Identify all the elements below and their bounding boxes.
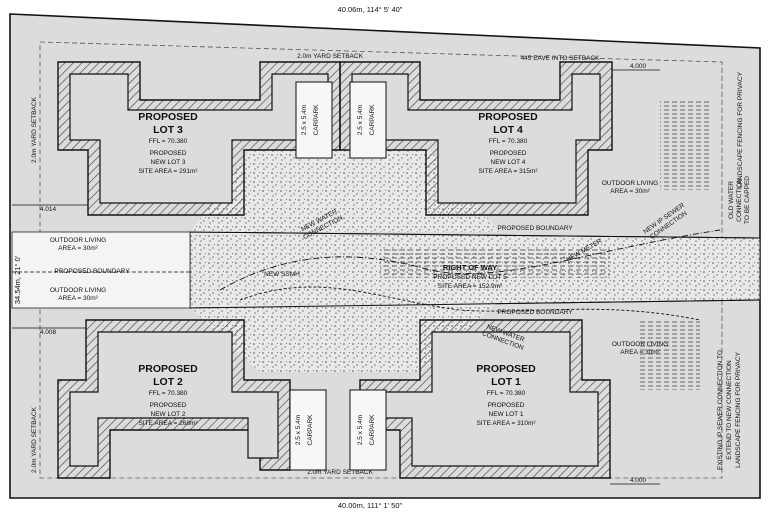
carpark-lot3 — [295, 81, 333, 159]
svg-text:TO BE CAPPED: TO BE CAPPED — [744, 176, 751, 224]
water-line — [239, 286, 701, 321]
lot3-label: PROPOSED LOT 3 FFL = 70.380 PROPOSED NEW… — [138, 111, 198, 175]
proposed-boundary-upper-line — [189, 231, 761, 239]
carpark-lot2-size: 2.5 x 5.4m — [295, 415, 302, 445]
svg-text:OUTDOOR LIVING: OUTDOOR LIVING — [50, 287, 106, 294]
top-yard-setback-label: 2.0m YARD SETBACK — [297, 53, 364, 60]
left-boundary-strip — [11, 231, 191, 309]
carpark-lot3-label: CARPARK — [313, 104, 320, 136]
svg-text:PROPOSED: PROPOSED — [138, 363, 198, 375]
right-offset-bottom-label: 4.000 — [630, 477, 647, 484]
eave-setback-label: 445 EAVE INTO SETBACK — [521, 55, 601, 62]
svg-text:PROPOSED: PROPOSED — [490, 150, 527, 157]
svg-text:LOT 1: LOT 1 — [491, 376, 521, 388]
svg-text:FFL = 70.380: FFL = 70.380 — [487, 390, 526, 397]
top-boundary-dimension: 40.06m, 114° 5' 40" — [338, 5, 403, 14]
carpark-lot1-label: CARPARK — [369, 414, 376, 446]
left-offset-upper-label: 4.014 — [40, 206, 57, 213]
svg-text:AREA = 30m²: AREA = 30m² — [610, 188, 650, 195]
svg-text:OUTDOOR LIVING: OUTDOOR LIVING — [612, 341, 668, 348]
proposed-boundary-lower-line — [189, 299, 761, 309]
svg-text:NEW LOT 3: NEW LOT 3 — [151, 159, 186, 166]
svg-text:SITE AREA = 291m²: SITE AREA = 291m² — [138, 168, 198, 175]
existing-sewer-note: EXISTING IP SEWER CONNECTION TO EXTEND T… — [717, 350, 742, 470]
lot2-building — [57, 319, 291, 479]
svg-text:PROPOSED: PROPOSED — [150, 150, 187, 157]
svg-text:LOT 2: LOT 2 — [153, 376, 183, 388]
outdoor-living-left-lower: OUTDOOR LIVING AREA = 30m² — [50, 287, 106, 302]
svg-text:AREA = 30m²: AREA = 30m² — [58, 295, 98, 302]
svg-text:OUTDOOR LIVING: OUTDOOR LIVING — [50, 237, 106, 244]
lot4-label: PROPOSED LOT 4 FFL = 70.380 PROPOSED NEW… — [478, 111, 538, 175]
svg-text:PROPOSED: PROPOSED — [150, 402, 187, 409]
svg-text:PROPOSED: PROPOSED — [138, 111, 198, 123]
svg-text:AREA = 30m²: AREA = 30m² — [58, 245, 98, 252]
carpark-lot1 — [349, 389, 387, 471]
lot1-label: PROPOSED LOT 1 FFL = 70.380 PROPOSED NEW… — [476, 363, 536, 427]
right-offset-top-label: 4.000 — [630, 63, 647, 70]
left-offset-lower-label: 4.008 — [40, 329, 57, 336]
decking-row-middle — [380, 248, 610, 278]
proposed-boundary-left-label: PROPOSED BOUNDARY — [54, 268, 130, 275]
carpark-lot2 — [289, 389, 327, 471]
svg-text:PROPOSED NEW LOT 5: PROPOSED NEW LOT 5 — [433, 274, 507, 281]
svg-text:FFL = 70.380: FFL = 70.380 — [489, 138, 528, 145]
svg-text:OLD WATER: OLD WATER — [728, 181, 735, 219]
proposed-boundary-lower-label: PROPOSED BOUNDARY — [497, 309, 573, 316]
svg-text:SITE AREA = 152.9m²: SITE AREA = 152.9m² — [438, 283, 503, 290]
carpark-lot4-size: 2.5 x 5.4m — [357, 105, 364, 135]
svg-text:FFL = 70.380: FFL = 70.380 — [149, 138, 188, 145]
svg-text:SITE AREA = 315m²: SITE AREA = 315m² — [478, 168, 538, 175]
svg-text:NEW LOT 4: NEW LOT 4 — [491, 159, 526, 166]
carpark-lot4 — [349, 81, 387, 159]
outdoor-living-right-upper: OUTDOOR LIVING AREA = 30m² — [602, 180, 658, 195]
carpark-lot1-size: 2.5 x 5.4m — [357, 415, 364, 445]
yard-setback-line — [39, 41, 723, 479]
decking-right-upper — [660, 100, 710, 190]
svg-text:LOT 3: LOT 3 — [153, 124, 183, 136]
lot3-building — [57, 61, 341, 216]
lot1-building — [359, 319, 611, 479]
left-yard-setback-lower-label: 2.0m YARD SETBACK — [31, 406, 38, 473]
svg-text:PROPOSED: PROPOSED — [478, 111, 538, 123]
outdoor-living-left-upper: OUTDOOR LIVING AREA = 30m² — [50, 237, 106, 252]
left-yard-setback-upper-label: 2.0m YARD SETBACK — [31, 96, 38, 163]
svg-text:PROPOSED: PROPOSED — [476, 363, 536, 375]
bottom-yard-setback-label: 2.0m YARD SETBACK — [307, 469, 374, 476]
old-water-note: OLD WATER CONNECTION TO BE CAPPED LANDSC… — [728, 71, 751, 224]
decking-right-lower — [640, 320, 700, 390]
svg-text:LANDSCAPE FENCING FOR PRIVACY: LANDSCAPE FENCING FOR PRIVACY — [737, 71, 744, 187]
proposed-boundary-upper-label: PROPOSED BOUNDARY — [497, 225, 573, 232]
right-of-way-label: RIGHT OF WAY PROPOSED NEW LOT 5 SITE ARE… — [433, 263, 507, 290]
svg-text:AREA = 30m²: AREA = 30m² — [620, 349, 660, 356]
driveway-fan — [190, 150, 500, 232]
svg-text:SITE AREA = 268m²: SITE AREA = 268m² — [138, 420, 198, 427]
carpark-lot4-label: CARPARK — [369, 104, 376, 136]
outdoor-living-right-lower: OUTDOOR LIVING AREA = 30m² — [612, 341, 668, 356]
svg-text:PROPOSED: PROPOSED — [488, 402, 525, 409]
sewer-line — [219, 229, 721, 291]
svg-text:RIGHT OF WAY: RIGHT OF WAY — [443, 263, 497, 272]
svg-text:NEW LOT 1: NEW LOT 1 — [489, 411, 524, 418]
svg-text:EXISTING IP SEWER CONNECTION T: EXISTING IP SEWER CONNECTION TO — [717, 350, 724, 470]
svg-text:SITE AREA = 310m²: SITE AREA = 310m² — [476, 420, 536, 427]
svg-text:EXTEND TO NEW CONNECTION: EXTEND TO NEW CONNECTION — [726, 360, 733, 460]
svg-text:CONNECTION: CONNECTION — [736, 178, 743, 222]
carpark-lot2-label: CARPARK — [307, 414, 314, 446]
svg-text:LOT 4: LOT 4 — [493, 124, 523, 136]
left-boundary-dimension: 34.54m, 21° 0' — [13, 255, 22, 304]
bottom-boundary-dimension: 40.00m, 111° 1' 50" — [338, 501, 403, 510]
svg-text:LANDSCAPE FENCING FOR PRIVACY: LANDSCAPE FENCING FOR PRIVACY — [735, 351, 742, 467]
new-ssmh-label: NEW SSMH — [264, 271, 300, 278]
lot4-building — [339, 61, 613, 216]
svg-text:NEW LOT 2: NEW LOT 2 — [151, 411, 186, 418]
lot2-label: PROPOSED LOT 2 FFL = 70.380 PROPOSED NEW… — [138, 363, 198, 427]
carpark-lot3-size: 2.5 x 5.4m — [301, 105, 308, 135]
svg-text:OUTDOOR LIVING: OUTDOOR LIVING — [602, 180, 658, 187]
svg-text:FFL = 70.380: FFL = 70.380 — [149, 390, 188, 397]
